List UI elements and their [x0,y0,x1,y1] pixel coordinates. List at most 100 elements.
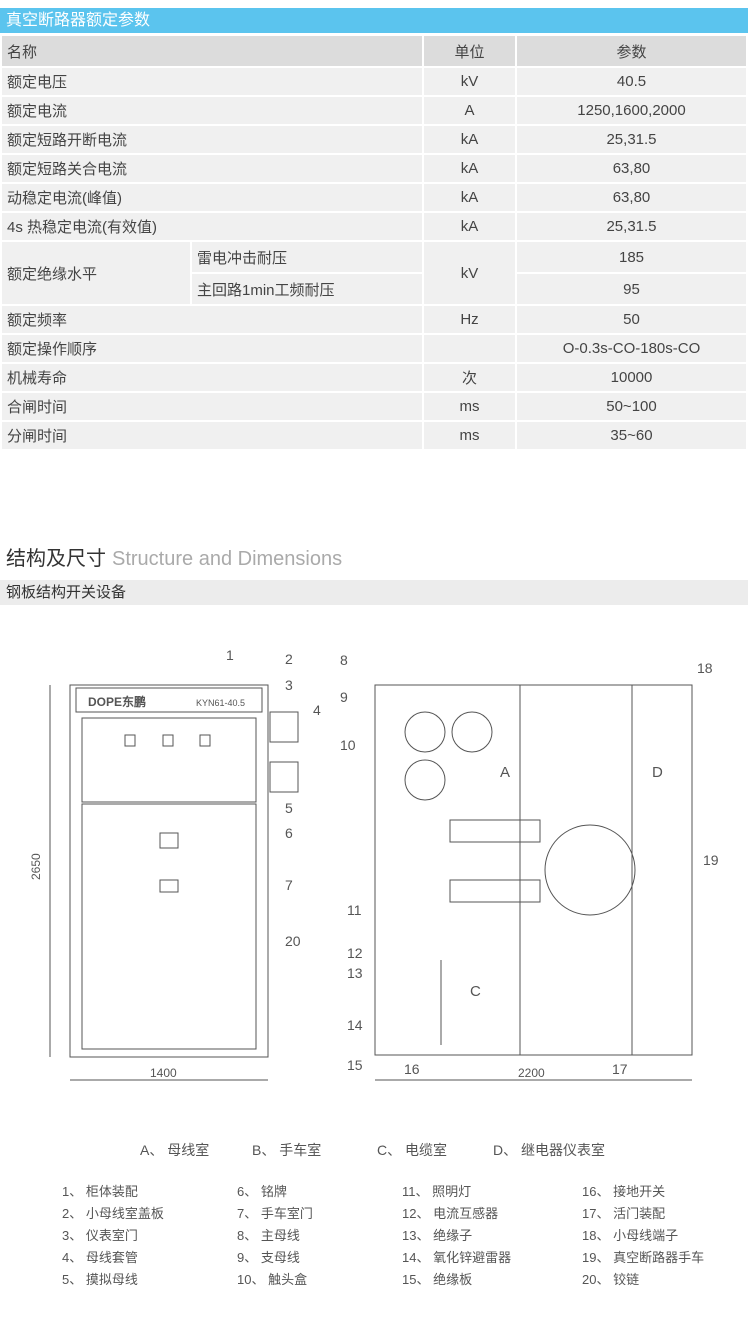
callout-label: 9 [340,689,348,705]
row-unit: ms [422,391,517,422]
row-unit: kA [422,182,517,213]
row-unit: 次 [422,362,517,393]
row-name: 额定频率 [0,304,424,335]
part-legend-item: 17、 活门装配 [582,1206,666,1221]
row-value: 95 [515,272,748,306]
part-legend-item: 2、 小母线室盖板 [62,1206,164,1221]
callout-label: 19 [703,852,719,868]
row-value: 35~60 [515,420,748,451]
front-view [49,684,299,1081]
callout-label: 14 [347,1017,363,1033]
callout-label: 13 [347,965,363,981]
part-legend-item: 20、 铰链 [582,1272,640,1287]
callout-label: 16 [404,1061,420,1077]
switchgear-drawing: DOPE东鹏 KYN61-40.5 2650 1400 2200 A C D 1… [29,647,719,1081]
callout-label: 11 [347,902,362,918]
height-dimension: 2650 [29,853,43,880]
part-legend-item: 16、 接地开关 [582,1184,666,1199]
room-a: A、 母线室 [140,1142,210,1158]
row-name: 分闸时间 [0,420,424,451]
section-title-en: Structure and Dimensions [112,548,343,570]
part-legend-item: 6、 铭牌 [237,1184,287,1199]
header-value: 参数 [515,34,748,68]
table-title: 真空断路器额定参数 [0,8,748,33]
row-name: 额定电流 [0,95,424,126]
row-value: 50~100 [515,391,748,422]
row-unit: kA [422,124,517,155]
width-dimension: 1400 [150,1066,177,1080]
row-value: O-0.3s-CO-180s-CO [515,333,748,364]
row-name: 合闸时间 [0,391,424,422]
callout-label: 20 [285,933,301,949]
row-unit [422,333,517,364]
row-subname: 雷电冲击耐压 [190,240,424,274]
row-name: 机械寿命 [0,362,424,393]
part-legend-item: 10、 触头盒 [237,1272,308,1287]
room-b: B、 手车室 [252,1142,322,1158]
row-unit: ms [422,420,517,451]
row-unit: A [422,95,517,126]
part-legend-item: 1、 柜体装配 [62,1184,138,1199]
row-subname: 主回路1min工频耐压 [190,272,424,306]
row-value: 1250,1600,2000 [515,95,748,126]
depth-dimension: 2200 [518,1066,545,1080]
row-name: 额定短路关合电流 [0,153,424,184]
model-label: KYN61-40.5 [196,698,245,708]
row-unit: Hz [422,304,517,335]
row-name: 额定绝缘水平 [0,240,192,306]
part-legend-item: 3、 仪表室门 [62,1228,138,1243]
section-title-cn: 结构及尺寸 [6,548,106,570]
row-name: 额定短路开断电流 [0,124,424,155]
table-header: 名称 单位 参数 [0,34,748,68]
row-name: 额定操作顺序 [0,333,424,364]
table-row: 额定操作顺序 O-0.3s-CO-180s-CO [0,333,748,364]
row-value: 63,80 [515,153,748,184]
row-value: 185 [515,240,748,274]
callout-label: 6 [285,825,293,841]
side-view [374,684,693,1081]
header-name: 名称 [0,34,424,68]
row-unit: kA [422,211,517,242]
row-value: 63,80 [515,182,748,213]
zone-d: D [652,764,663,781]
section-subtitle: 钢板结构开关设备 [0,580,748,605]
part-legend-item: 15、 绝缘板 [402,1272,473,1287]
part-legend-item: 14、 氧化锌避雷器 [402,1250,512,1265]
callout-label: 17 [612,1061,628,1077]
callout-label: 1 [226,647,234,663]
row-unit: kV [422,240,517,306]
row-value: 25,31.5 [515,124,748,155]
part-legend-item: 12、 电流互感器 [402,1206,499,1221]
table-row: 主回路1min工频耐压 95 [1,272,748,306]
part-legend-item: 9、 支母线 [237,1250,300,1265]
callout-label: 12 [347,945,363,961]
part-legend-item: 4、 母线套管 [62,1250,138,1265]
part-legend-item: 13、 绝缘子 [402,1228,473,1243]
row-unit: kA [422,153,517,184]
row-value: 40.5 [515,66,748,97]
callout-label: 7 [285,877,293,893]
callout-label: 10 [340,737,356,753]
header-unit: 单位 [422,34,517,68]
table-row: 额定绝缘水平 雷电冲击耐压 kV 185 [0,240,748,306]
room-c: C、 电缆室 [377,1142,447,1158]
callout-label: 18 [697,660,713,676]
row-unit: kV [422,66,517,97]
part-legend-item: 18、 小母线端子 [582,1228,679,1243]
brand-label: DOPE东鹏 [88,694,146,709]
part-legend-item: 5、 摸拟母线 [62,1272,138,1287]
part-legend-item: 8、 主母线 [237,1228,300,1243]
callout-label: 4 [313,702,321,718]
row-value: 25,31.5 [515,211,748,242]
room-d: D、 继电器仪表室 [493,1142,605,1158]
